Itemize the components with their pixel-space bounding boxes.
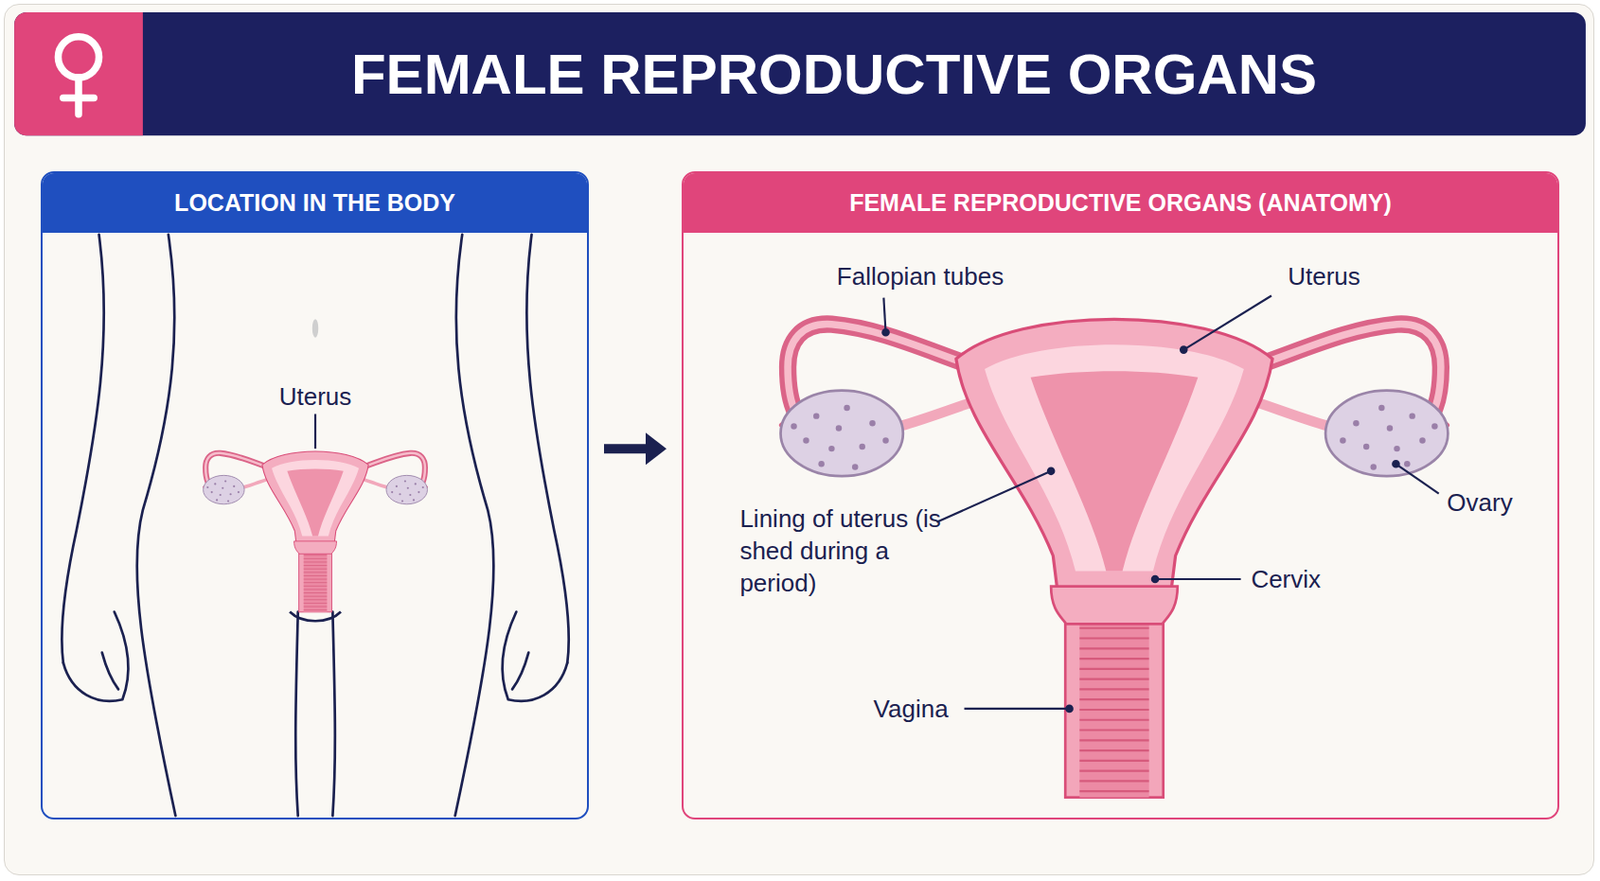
panel-header: FEMALE REPRODUCTIVE ORGANS (ANATOMY) [683,173,1558,233]
title-bar [14,12,1586,136]
part-label: Fallopian tubes [836,260,1004,293]
title-text: FEMALE REPRODUCTIVE ORGANS [351,41,1317,107]
part-label: Uterus [1287,260,1361,293]
part-label: Ovary [1446,486,1512,519]
part-label: Vagina [873,693,949,726]
panel-header: LOCATION IN THE BODY [42,173,587,233]
connector-arrow [604,432,667,465]
body-outline [61,234,569,817]
leader-lines [315,295,1440,712]
part-label: Uterus [279,380,353,413]
panel: LOCATION IN THE BODY [40,171,589,820]
panel: FEMALE REPRODUCTIVE ORGANS (ANATOMY) [681,171,1560,820]
part-label: Cervix [1250,563,1321,596]
small-uterus [203,451,428,613]
part-label: Lining of uterus (is shed during a perio… [739,502,943,600]
female-symbol [57,36,99,115]
